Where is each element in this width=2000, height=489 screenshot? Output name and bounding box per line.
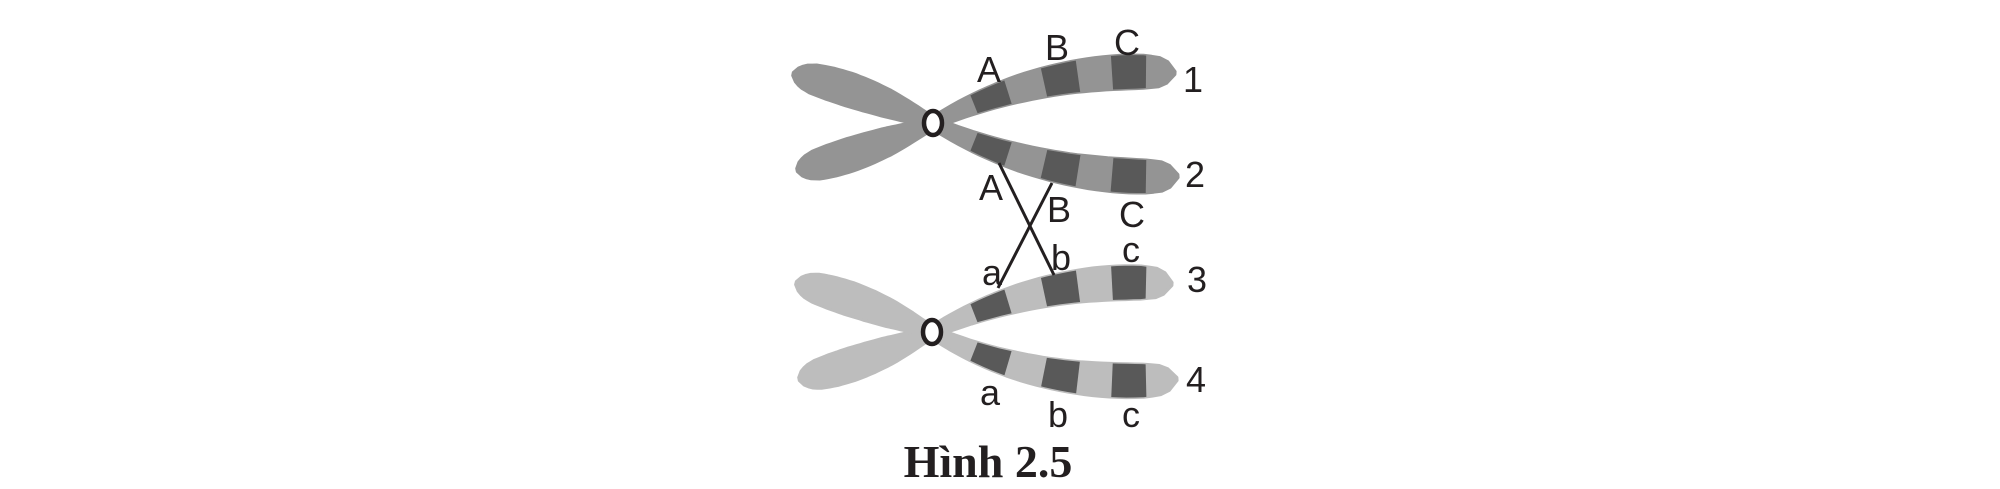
label-allele-c-chromatid3: c: [1122, 229, 1140, 270]
label-chromatid-number-2: 2: [1185, 154, 1205, 195]
label-allele-B-chromatid2: B: [1047, 189, 1071, 230]
label-chromatid-number-4: 4: [1186, 359, 1206, 400]
crossover-lines: [996, 162, 1056, 289]
label-chromatid-number-1: 1: [1183, 59, 1203, 100]
label-allele-C-chromatid1: C: [1114, 22, 1140, 63]
chromatid-1-shape: [795, 53, 1177, 181]
band-upper-arm-3: [1110, 55, 1147, 103]
centromere-oval-top: [921, 108, 945, 138]
chromatid-2-shape: [791, 63, 1180, 195]
crossover-line-2: [996, 182, 1054, 289]
label-allele-A-chromatid1: A: [977, 49, 1001, 90]
figure-caption: Hình 2.5: [904, 436, 1073, 487]
band-lower-arm-3: [1109, 144, 1147, 193]
label-allele-B-chromatid1: B: [1045, 27, 1069, 68]
labels: A B C 1 2 A B C a b c 3 a b c 4 Hình 2.5: [904, 22, 1207, 487]
label-allele-C-chromatid2: C: [1119, 194, 1145, 235]
label-allele-a-chromatid3: a: [982, 252, 1003, 293]
label-allele-A-chromatid2: A: [979, 167, 1003, 208]
centromere-oval-bottom: [920, 317, 944, 347]
label-allele-b-chromatid3: b: [1051, 237, 1071, 278]
band-upper-arm-3: [1110, 265, 1147, 314]
band-lower-arm-3: [1110, 350, 1147, 398]
crossover-line-1: [997, 162, 1056, 276]
label-allele-c-chromatid4: c: [1122, 394, 1140, 435]
label-allele-a-chromatid4: a: [980, 372, 1001, 413]
label-chromatid-number-3: 3: [1187, 259, 1207, 300]
label-allele-b-chromatid4: b: [1048, 394, 1068, 435]
chromatid-4-shape: [794, 272, 1179, 400]
